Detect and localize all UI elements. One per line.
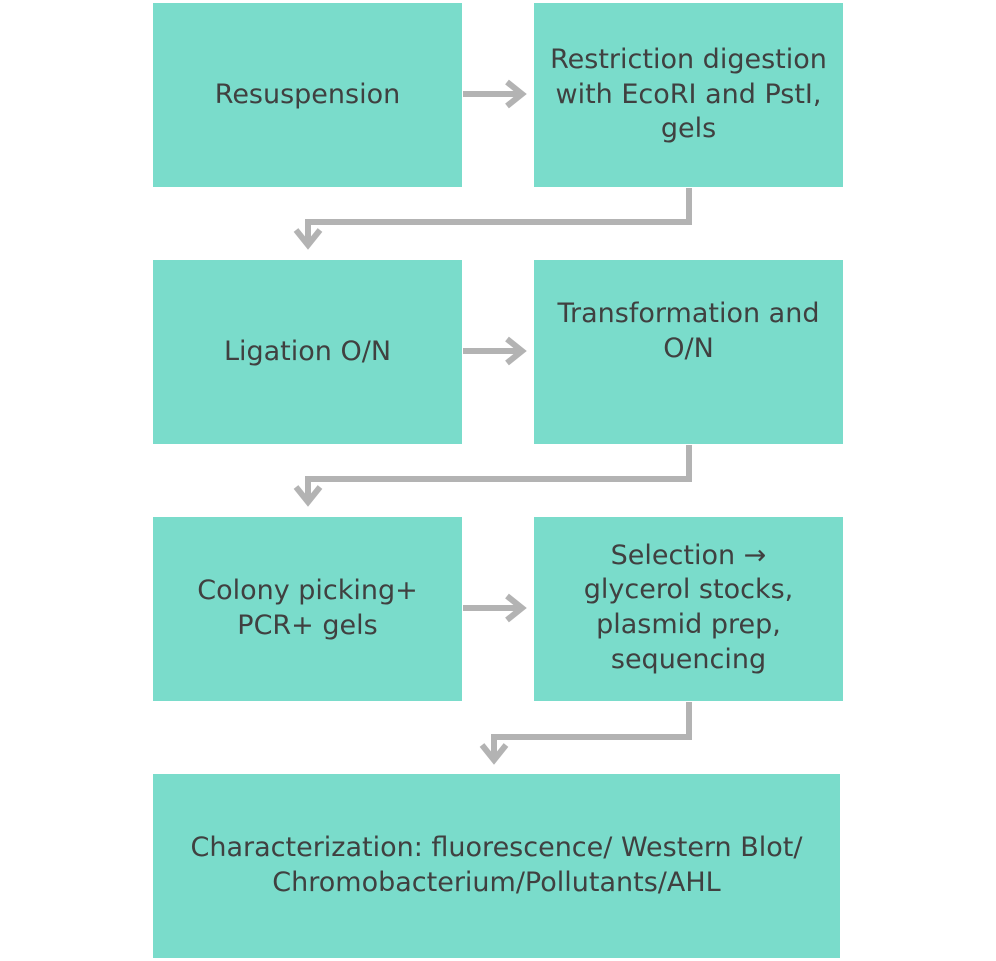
- arrow-elbow-3: [479, 702, 692, 765]
- arrow-elbow-1: [293, 188, 692, 250]
- step-restriction-line-2: with EcoRI and PstI,: [555, 78, 822, 110]
- step-resuspension: Resuspension: [153, 3, 462, 187]
- arrow-right-3: [463, 593, 527, 623]
- step-transformation: Transformation and O/N: [534, 260, 843, 444]
- step-selection-line-3: plasmid prep,: [596, 609, 781, 640]
- step-selection-line-1: Selection →: [610, 539, 767, 571]
- step-ligation: Ligation O/N: [153, 260, 462, 444]
- step-colony-picking: Colony picking+ PCR+ gels: [153, 517, 462, 701]
- step-restriction-line-1: Restriction digestion: [550, 44, 827, 76]
- step-resuspension-line-1: Resuspension: [214, 78, 401, 110]
- step-characterization-line-2: Chromobacterium/Pollutants/AHL: [272, 867, 721, 898]
- step-transformation-line-2: O/N: [663, 333, 714, 364]
- arrow-right-1: [463, 79, 527, 109]
- step-ligation-line-1: Ligation O/N: [223, 335, 392, 367]
- step-selection: Selection → glycerol stocks, plasmid pre…: [534, 517, 843, 701]
- step-restriction-digestion: Restriction digestion with EcoRI and Pst…: [534, 3, 843, 187]
- step-selection-line-4: sequencing: [610, 643, 767, 675]
- step-characterization: Characterization: fluorescence/ Western …: [153, 774, 840, 958]
- step-selection-line-2: glycerol stocks,: [583, 574, 794, 606]
- step-colony-line-2: PCR+ gels: [237, 610, 378, 641]
- step-transformation-line-1: Transformation and: [557, 298, 820, 330]
- arrow-elbow-2: [293, 445, 692, 507]
- step-characterization-line-1: Characterization: fluorescence/ Western …: [190, 832, 803, 864]
- step-restriction-line-3: gels: [660, 113, 717, 145]
- step-colony-line-1: Colony picking+: [197, 575, 418, 607]
- arrow-right-2: [463, 336, 527, 366]
